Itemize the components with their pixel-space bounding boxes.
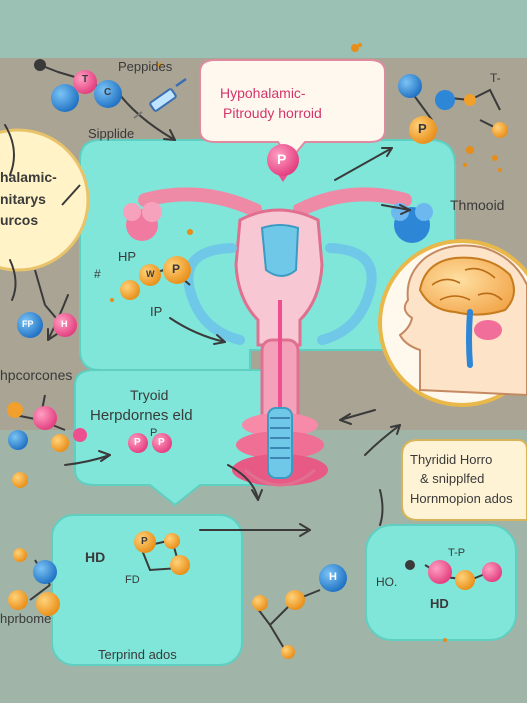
thyridid-line3: Hornmopion ados (410, 491, 513, 506)
node-letter-p-bottom: P (141, 536, 148, 547)
decorative-dots (110, 43, 502, 642)
terprind-panel (51, 514, 243, 666)
thyridid-bubble (401, 439, 527, 521)
label-peppides: Peppides (118, 59, 173, 74)
label-terprind: Terprind ados (98, 647, 177, 662)
label-t-dash: T- (490, 71, 501, 85)
node-letter-p-tryoid-a: P (134, 437, 141, 448)
ovary-left-icon (123, 202, 162, 241)
label-hd-left: HD (85, 549, 106, 565)
node-letter-c: C (104, 87, 112, 98)
label-ho: HO. (376, 575, 398, 589)
label-hd-right: HD (430, 596, 449, 611)
tryoid-title-line1: Tryoid (130, 387, 169, 403)
hypothalamic-bubble (199, 59, 386, 162)
node-letter-p-tryoid-b: P (158, 437, 165, 448)
label-thmooid: Thmooid (450, 197, 505, 213)
top-band (0, 0, 527, 58)
uterus-icon (138, 187, 412, 487)
brain-shape (418, 256, 515, 316)
node-letter-p-mid: P (172, 262, 181, 276)
label-hp: HP (118, 249, 137, 264)
hypothalamic-title-line2: Pitroudy horroid (223, 105, 322, 121)
tryoid-title-line2: Herpdornes eld (90, 407, 193, 424)
left-circle-line1: halamic- (0, 169, 57, 185)
label-t-p: T-P (448, 547, 466, 559)
node-letter-fp: FP (22, 319, 34, 329)
thyridid-line1: Thyridid Horro (410, 452, 493, 467)
brainstem (466, 309, 473, 368)
left-circle-line2: nitarys (0, 191, 46, 207)
node-letter-h-bottom: H (329, 571, 337, 583)
label-hpcorcones: hpcorcones (0, 367, 73, 383)
central-p-pin-icon (267, 144, 299, 182)
thyridid-line2: & snipplfed (420, 471, 485, 486)
left-circle-line3: urcos (0, 212, 39, 228)
hypothalamic-title-line1: Hypohalamic- (220, 85, 306, 101)
label-hash: # (94, 267, 101, 281)
label-sipplide: Sipplide (88, 126, 135, 141)
tryoid-p-label: P (150, 427, 158, 439)
molecule-icon (7, 44, 508, 659)
syringe-icon (133, 77, 187, 119)
arrow-icon (4, 94, 411, 537)
node-letter-p-right: P (418, 121, 427, 136)
label-fd: FD (125, 574, 140, 586)
ovary-right-icon (391, 203, 433, 243)
label-ip: IP (150, 304, 163, 319)
label-hprbome: hprbome (0, 611, 52, 626)
node-letter-h: H (61, 319, 68, 329)
node-letter-p-pin: P (277, 151, 287, 167)
node-letter-t: T (82, 74, 89, 85)
left-circle-callout (0, 128, 90, 272)
node-letter-w: W (146, 269, 155, 279)
